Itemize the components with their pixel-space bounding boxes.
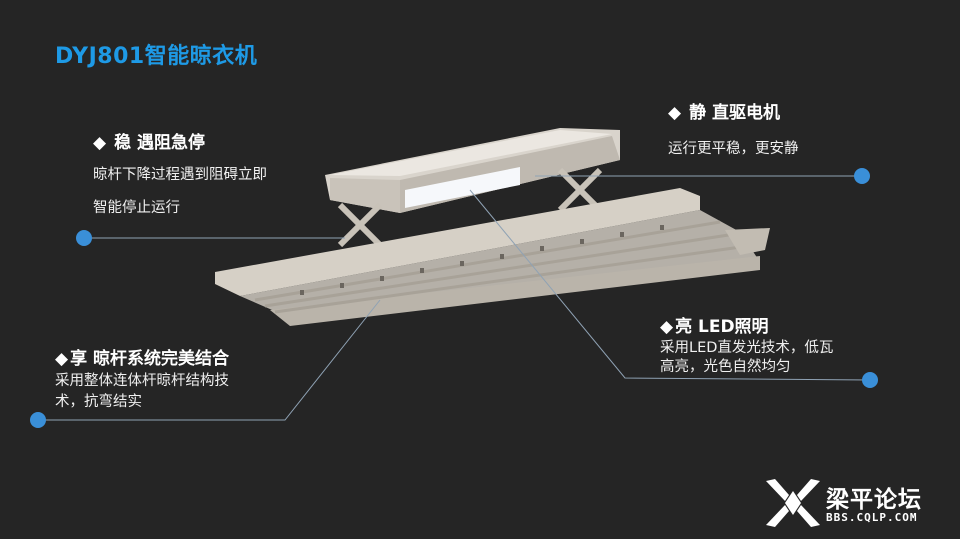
watermark-logo-icon: [766, 479, 820, 527]
watermark-url: BBS.CQLP.COM: [826, 511, 918, 524]
callout-quiet: ◆ 静 直驱电机 运行更平稳，更安静: [668, 98, 799, 158]
callout-text-line: 晾杆下降过程遇到阻碍立即: [93, 167, 267, 183]
leader-dots: [30, 168, 878, 428]
callout-text-line: 采用LED直发光技术，低瓦: [660, 340, 834, 356]
callout-heading: 亮 LED照明: [675, 317, 769, 337]
diamond-bullet-icon: ◆: [660, 317, 674, 337]
callout-heading: 享 晾杆系统完美结合: [70, 349, 229, 369]
diamond-bullet-icon: ◆: [55, 349, 69, 369]
diamond-bullet-icon: ◆: [93, 133, 107, 153]
callout-heading: 静 直驱电机: [689, 103, 780, 123]
callout-enjoy: ◆享 晾杆系统完美结合 采用整体连体杆晾杆结构技 术，抗弯结实: [55, 344, 229, 413]
callout-text-line: 高亮，光色自然均匀: [660, 359, 791, 375]
callout-text-line: 智能停止运行: [93, 200, 180, 216]
callout-text-line: 采用整体连体杆晾杆结构技: [55, 373, 229, 389]
callout-text-line: 运行更平稳，更安静: [668, 141, 799, 157]
scissor-arms: [337, 167, 603, 248]
callout-bright: ◆亮 LED照明 采用LED直发光技术，低瓦 高亮，光色自然均匀: [660, 312, 833, 377]
diamond-bullet-icon: ◆: [668, 103, 682, 123]
callout-stable: ◆ 稳 遇阻急停 晾杆下降过程遇到阻碍立即 智能停止运行: [93, 128, 267, 225]
page-title: DYJ801智能晾衣机: [55, 44, 258, 69]
callout-text-line: 术，抗弯结实: [55, 394, 142, 410]
led-panel: [405, 167, 520, 208]
drying-rack: [215, 188, 770, 326]
callout-heading: 稳 遇阻急停: [114, 133, 205, 153]
lamp-housing: [325, 128, 620, 213]
watermark-name: 梁平论坛: [826, 487, 922, 513]
leader-lines: [38, 175, 871, 421]
